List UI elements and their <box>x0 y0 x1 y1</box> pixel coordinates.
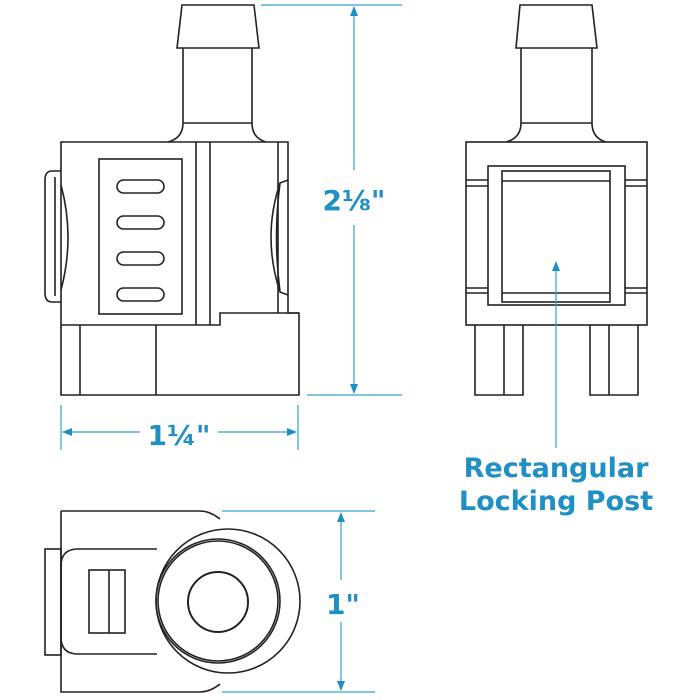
hose-barb <box>515 4 598 49</box>
connector-body <box>60 510 221 693</box>
width-dimension: 1¼" <box>60 405 299 452</box>
diameter-label: 1" <box>326 588 360 621</box>
fuel-port <box>187 571 249 633</box>
height-dimension: 2⅛" <box>261 4 402 396</box>
vent-slot <box>116 251 165 266</box>
latch-slot <box>88 569 126 634</box>
side-view <box>44 4 300 396</box>
diameter-dimension: 1" <box>222 510 375 693</box>
locking-post-callout: Rectangular Locking Post <box>459 261 653 517</box>
height-label: 2⅛" <box>322 184 385 217</box>
callout-line-2: Locking Post <box>459 486 653 517</box>
locking-notch <box>270 179 289 296</box>
hose-stem <box>167 48 267 143</box>
connector-leg <box>474 325 524 396</box>
vent-slot <box>116 179 165 194</box>
connector-leg <box>589 325 639 396</box>
width-label: 1¼" <box>147 419 210 452</box>
vent-slot <box>116 287 165 302</box>
hose-barb <box>176 4 260 49</box>
release-tab <box>44 548 62 656</box>
vent-panel <box>98 158 183 315</box>
release-tab <box>44 170 69 303</box>
vent-slot <box>116 215 165 230</box>
connector-body <box>60 141 300 396</box>
callout-line-1: Rectangular <box>464 453 649 484</box>
top-view <box>44 510 301 693</box>
